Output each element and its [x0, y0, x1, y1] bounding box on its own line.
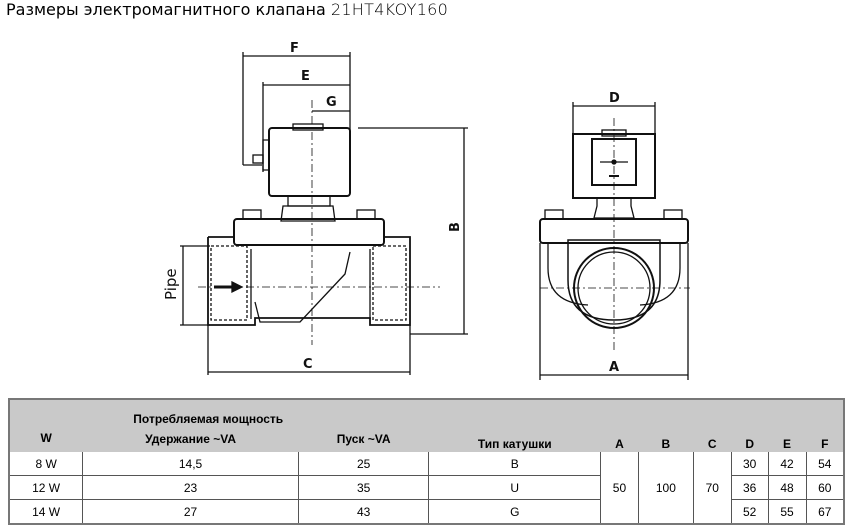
cell-hold: 23: [82, 475, 299, 500]
cell-coil: G: [428, 499, 602, 525]
cell-a: 50: [600, 451, 639, 525]
cell-d: 30: [730, 451, 769, 476]
dim-label-g: G: [326, 95, 337, 110]
cell-hold: 14,5: [82, 451, 299, 476]
cell-w: 12 W: [8, 475, 84, 500]
page-title: Размеры электромагнитного клапана 21HT4K…: [6, 0, 448, 20]
table-row: 8 W 14,5 25 B 50 100 70 30 42 54: [8, 451, 845, 525]
dim-label-f: F: [290, 41, 299, 56]
cell-f: 67: [805, 499, 845, 525]
side-view: F E G C B Pipe: [162, 41, 468, 375]
cell-coil: U: [428, 475, 602, 500]
header-b: B: [637, 398, 694, 452]
cell-f: 54: [805, 451, 845, 476]
title-text: Размеры электромагнитного клапана: [6, 0, 326, 19]
cell-w: 8 W: [8, 451, 84, 476]
dim-label-a: A: [609, 360, 619, 375]
header-hold: Удержание ~VA: [82, 426, 299, 452]
cell-d: 36: [730, 475, 769, 500]
cell-start: 35: [297, 475, 430, 500]
cell-d: 52: [730, 499, 769, 525]
header-e: E: [767, 398, 807, 452]
front-view: D A: [539, 91, 690, 380]
cell-hold: 27: [82, 499, 299, 525]
table-row: 12 W 23 35 U 36 48 60: [8, 475, 845, 500]
cell-e: 48: [767, 475, 807, 500]
cell-e: 42: [767, 451, 807, 476]
model-number: 21HT4KOY160: [330, 0, 449, 19]
dim-label-d: D: [609, 91, 620, 106]
header-d: D: [730, 398, 769, 452]
header-f: F: [805, 398, 845, 452]
dimensions-table: W Потребляемая мощность Тип катушки A B …: [8, 398, 845, 525]
cell-b: 100: [637, 451, 694, 525]
header-power-group: Потребляемая мощность: [82, 398, 430, 427]
valve-dimension-drawing: F E G C B Pipe D A: [162, 41, 690, 380]
table-row: 14 W 27 43 G 52 55 67: [8, 499, 845, 525]
cell-start: 43: [297, 499, 430, 525]
header-start: Пуск ~VA: [297, 426, 430, 452]
cell-start: 25: [297, 451, 430, 476]
dim-label-b: B: [448, 222, 463, 232]
cell-c: 70: [692, 451, 732, 525]
dim-label-pipe: Pipe: [162, 268, 180, 300]
header-coil: Тип катушки: [428, 398, 602, 452]
header-w: W: [8, 398, 84, 452]
dim-label-e: E: [301, 69, 310, 84]
cell-w: 14 W: [8, 499, 84, 525]
header-c: C: [692, 398, 732, 452]
cell-coil: B: [428, 451, 602, 476]
cell-e: 55: [767, 499, 807, 525]
dim-label-c: C: [303, 357, 313, 372]
header-a: A: [600, 398, 639, 452]
cell-f: 60: [805, 475, 845, 500]
